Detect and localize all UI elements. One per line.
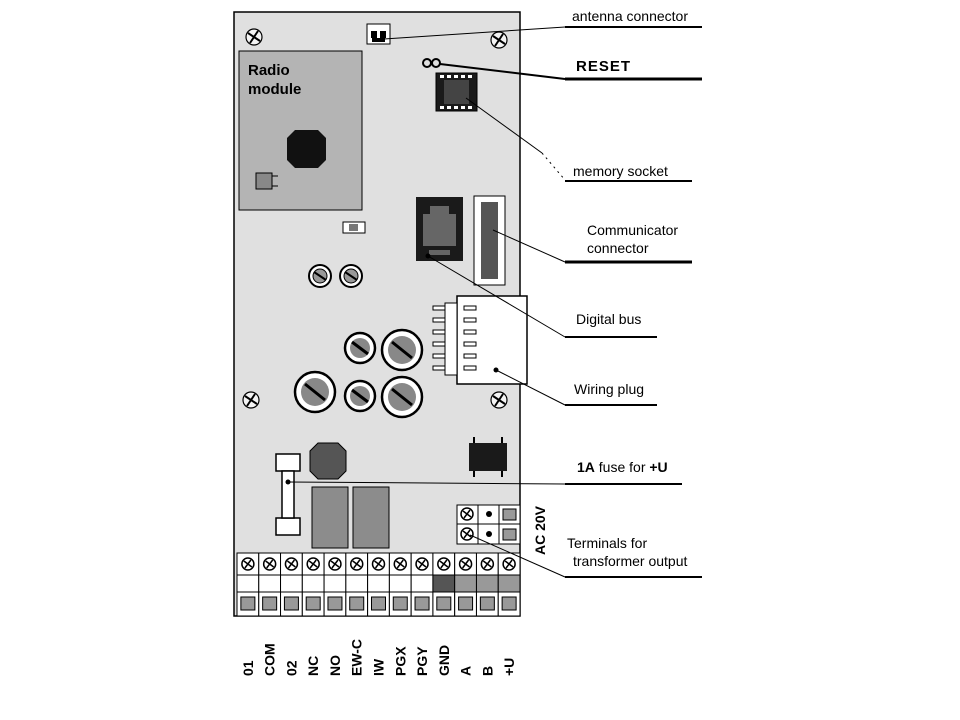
communicator-socket bbox=[416, 197, 463, 261]
radio-chip bbox=[287, 130, 326, 168]
radio-module-label-line1: Radio bbox=[248, 62, 290, 79]
terminal-iw bbox=[367, 552, 390, 617]
callout-reset: RESET bbox=[576, 58, 631, 75]
terminal-label: IW bbox=[371, 658, 387, 676]
terminal-block bbox=[236, 552, 521, 617]
terminal-label: COM bbox=[262, 643, 278, 676]
terminal-label: 02 bbox=[283, 660, 299, 676]
radio-module-label-line2: module bbox=[248, 81, 301, 98]
terminal-label: +U bbox=[501, 658, 517, 676]
trimmer-potentiometer bbox=[308, 264, 332, 288]
mounting-screw-icon bbox=[242, 391, 260, 409]
terminal-u bbox=[497, 552, 521, 617]
antenna-connector bbox=[366, 23, 391, 45]
callout-transformer-line1: Terminals for bbox=[567, 535, 647, 551]
wiring-plug bbox=[432, 295, 528, 385]
relay bbox=[311, 486, 349, 549]
terminal-com bbox=[258, 552, 282, 617]
terminal-label: GND bbox=[436, 645, 452, 676]
callout-fuse-u: +U bbox=[649, 459, 667, 475]
terminal-label: PGY bbox=[414, 646, 430, 676]
terminal-label: B bbox=[479, 666, 495, 676]
inductor bbox=[309, 442, 347, 480]
callout-wiring-plug: Wiring plug bbox=[574, 381, 644, 397]
transformer-terminals bbox=[456, 504, 521, 545]
capacitor bbox=[293, 370, 337, 414]
radio-component bbox=[255, 172, 273, 190]
terminal-pgx bbox=[388, 552, 412, 617]
terminal-02 bbox=[280, 552, 303, 617]
terminal-a bbox=[454, 552, 477, 617]
terminal-pgy bbox=[410, 552, 434, 617]
fuse bbox=[275, 453, 301, 536]
terminal-label: NC bbox=[305, 656, 321, 676]
capacitor bbox=[343, 331, 377, 365]
terminal-label: NO bbox=[327, 655, 343, 676]
terminal-no bbox=[323, 552, 347, 617]
terminal-label: EW-C bbox=[349, 639, 365, 676]
mounting-screw-icon bbox=[490, 391, 508, 409]
memory-socket bbox=[435, 72, 478, 112]
reset-jumper bbox=[422, 58, 441, 68]
callout-communicator-line2: connector bbox=[587, 240, 649, 256]
callout-fuse-rating: 1A bbox=[577, 459, 595, 475]
callout-transformer-line2: transformer output bbox=[573, 553, 687, 569]
terminal-ewc bbox=[345, 552, 369, 617]
terminal-label: PGX bbox=[392, 646, 408, 676]
mounting-screw-icon bbox=[490, 31, 508, 49]
leader-lines bbox=[287, 26, 702, 578]
terminal-b bbox=[475, 552, 499, 617]
relay bbox=[352, 486, 390, 549]
callout-digital-bus: Digital bus bbox=[576, 311, 641, 327]
terminal-label: 01 bbox=[240, 660, 256, 676]
capacitor bbox=[380, 375, 424, 419]
trimmer-potentiometer bbox=[339, 264, 363, 288]
mounting-screw-icon bbox=[245, 28, 263, 46]
terminal-01 bbox=[236, 552, 260, 617]
communicator-connector bbox=[473, 195, 506, 286]
ac-voltage-label: AC 20V bbox=[532, 505, 548, 555]
callout-memory-socket: memory socket bbox=[573, 163, 668, 179]
callout-fuse: 1A fuse for +U bbox=[577, 459, 668, 475]
terminal-nc bbox=[301, 552, 325, 617]
terminal-gnd bbox=[432, 552, 456, 617]
callout-communicator-line1: Communicator bbox=[587, 222, 678, 238]
capacitor bbox=[380, 328, 424, 372]
terminal-label: A bbox=[458, 666, 474, 676]
callout-antenna-connector: antenna connector bbox=[572, 8, 688, 24]
capacitor bbox=[343, 379, 377, 413]
callout-fuse-text: fuse for bbox=[595, 459, 649, 475]
bridge-rectifier bbox=[469, 437, 507, 477]
